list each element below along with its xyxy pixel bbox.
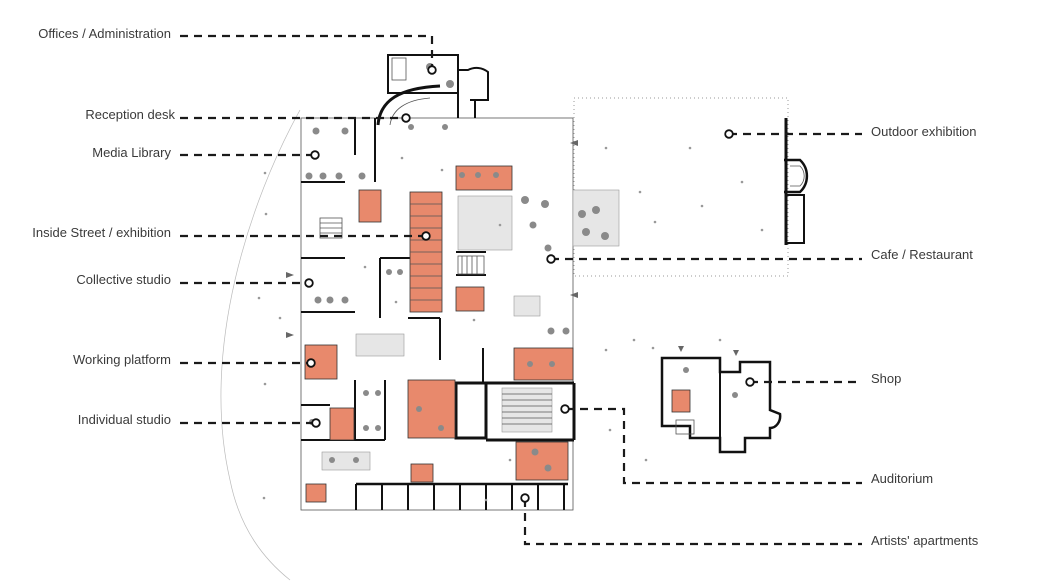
label-inside-street: Inside Street / exhibition	[32, 225, 171, 240]
entrance-arrows	[286, 140, 739, 356]
labels: Offices / Administration Reception desk …	[32, 26, 978, 548]
leader-apartments	[523, 499, 862, 546]
pin-working-platform	[306, 358, 316, 368]
pin-outdoor-exhibition	[724, 129, 734, 139]
pin-collective-studio	[304, 278, 314, 288]
shop-annex	[660, 356, 782, 454]
label-collective-studio: Collective studio	[76, 272, 171, 287]
label-auditorium: Auditorium	[871, 471, 933, 486]
pin-inside-street	[421, 231, 431, 241]
label-outdoor-exhibition: Outdoor exhibition	[871, 124, 977, 139]
leader-lines	[180, 34, 862, 546]
label-reception: Reception desk	[85, 107, 175, 122]
label-offices: Offices / Administration	[38, 26, 171, 41]
pin-apartments	[520, 493, 530, 503]
leader-offices	[180, 34, 434, 68]
label-shop: Shop	[871, 371, 901, 386]
ramp-hatching	[410, 203, 442, 301]
pin-auditorium	[560, 404, 570, 414]
highlighted-rooms	[304, 165, 691, 503]
pin-cafe	[546, 254, 556, 264]
site-boundary	[220, 109, 301, 581]
pins	[304, 65, 755, 503]
pin-individual-studio	[311, 418, 321, 428]
apartments-row	[355, 482, 568, 510]
pin-shop	[745, 377, 755, 387]
label-apartments: Artists' apartments	[871, 533, 979, 548]
pin-reception	[401, 113, 411, 123]
label-working-platform: Working platform	[73, 352, 171, 367]
label-media-library: Media Library	[92, 145, 171, 160]
main-building	[300, 54, 620, 511]
outdoor-exhibition-area	[573, 97, 809, 277]
pin-media-library	[310, 150, 320, 160]
scatter-marks	[257, 146, 764, 502]
pin-offices	[427, 65, 437, 75]
label-individual-studio: Individual studio	[78, 412, 171, 427]
label-cafe: Cafe / Restaurant	[871, 247, 973, 262]
leader-auditorium	[566, 407, 862, 485]
auditorium-seating	[501, 387, 553, 433]
staircase	[319, 217, 485, 275]
